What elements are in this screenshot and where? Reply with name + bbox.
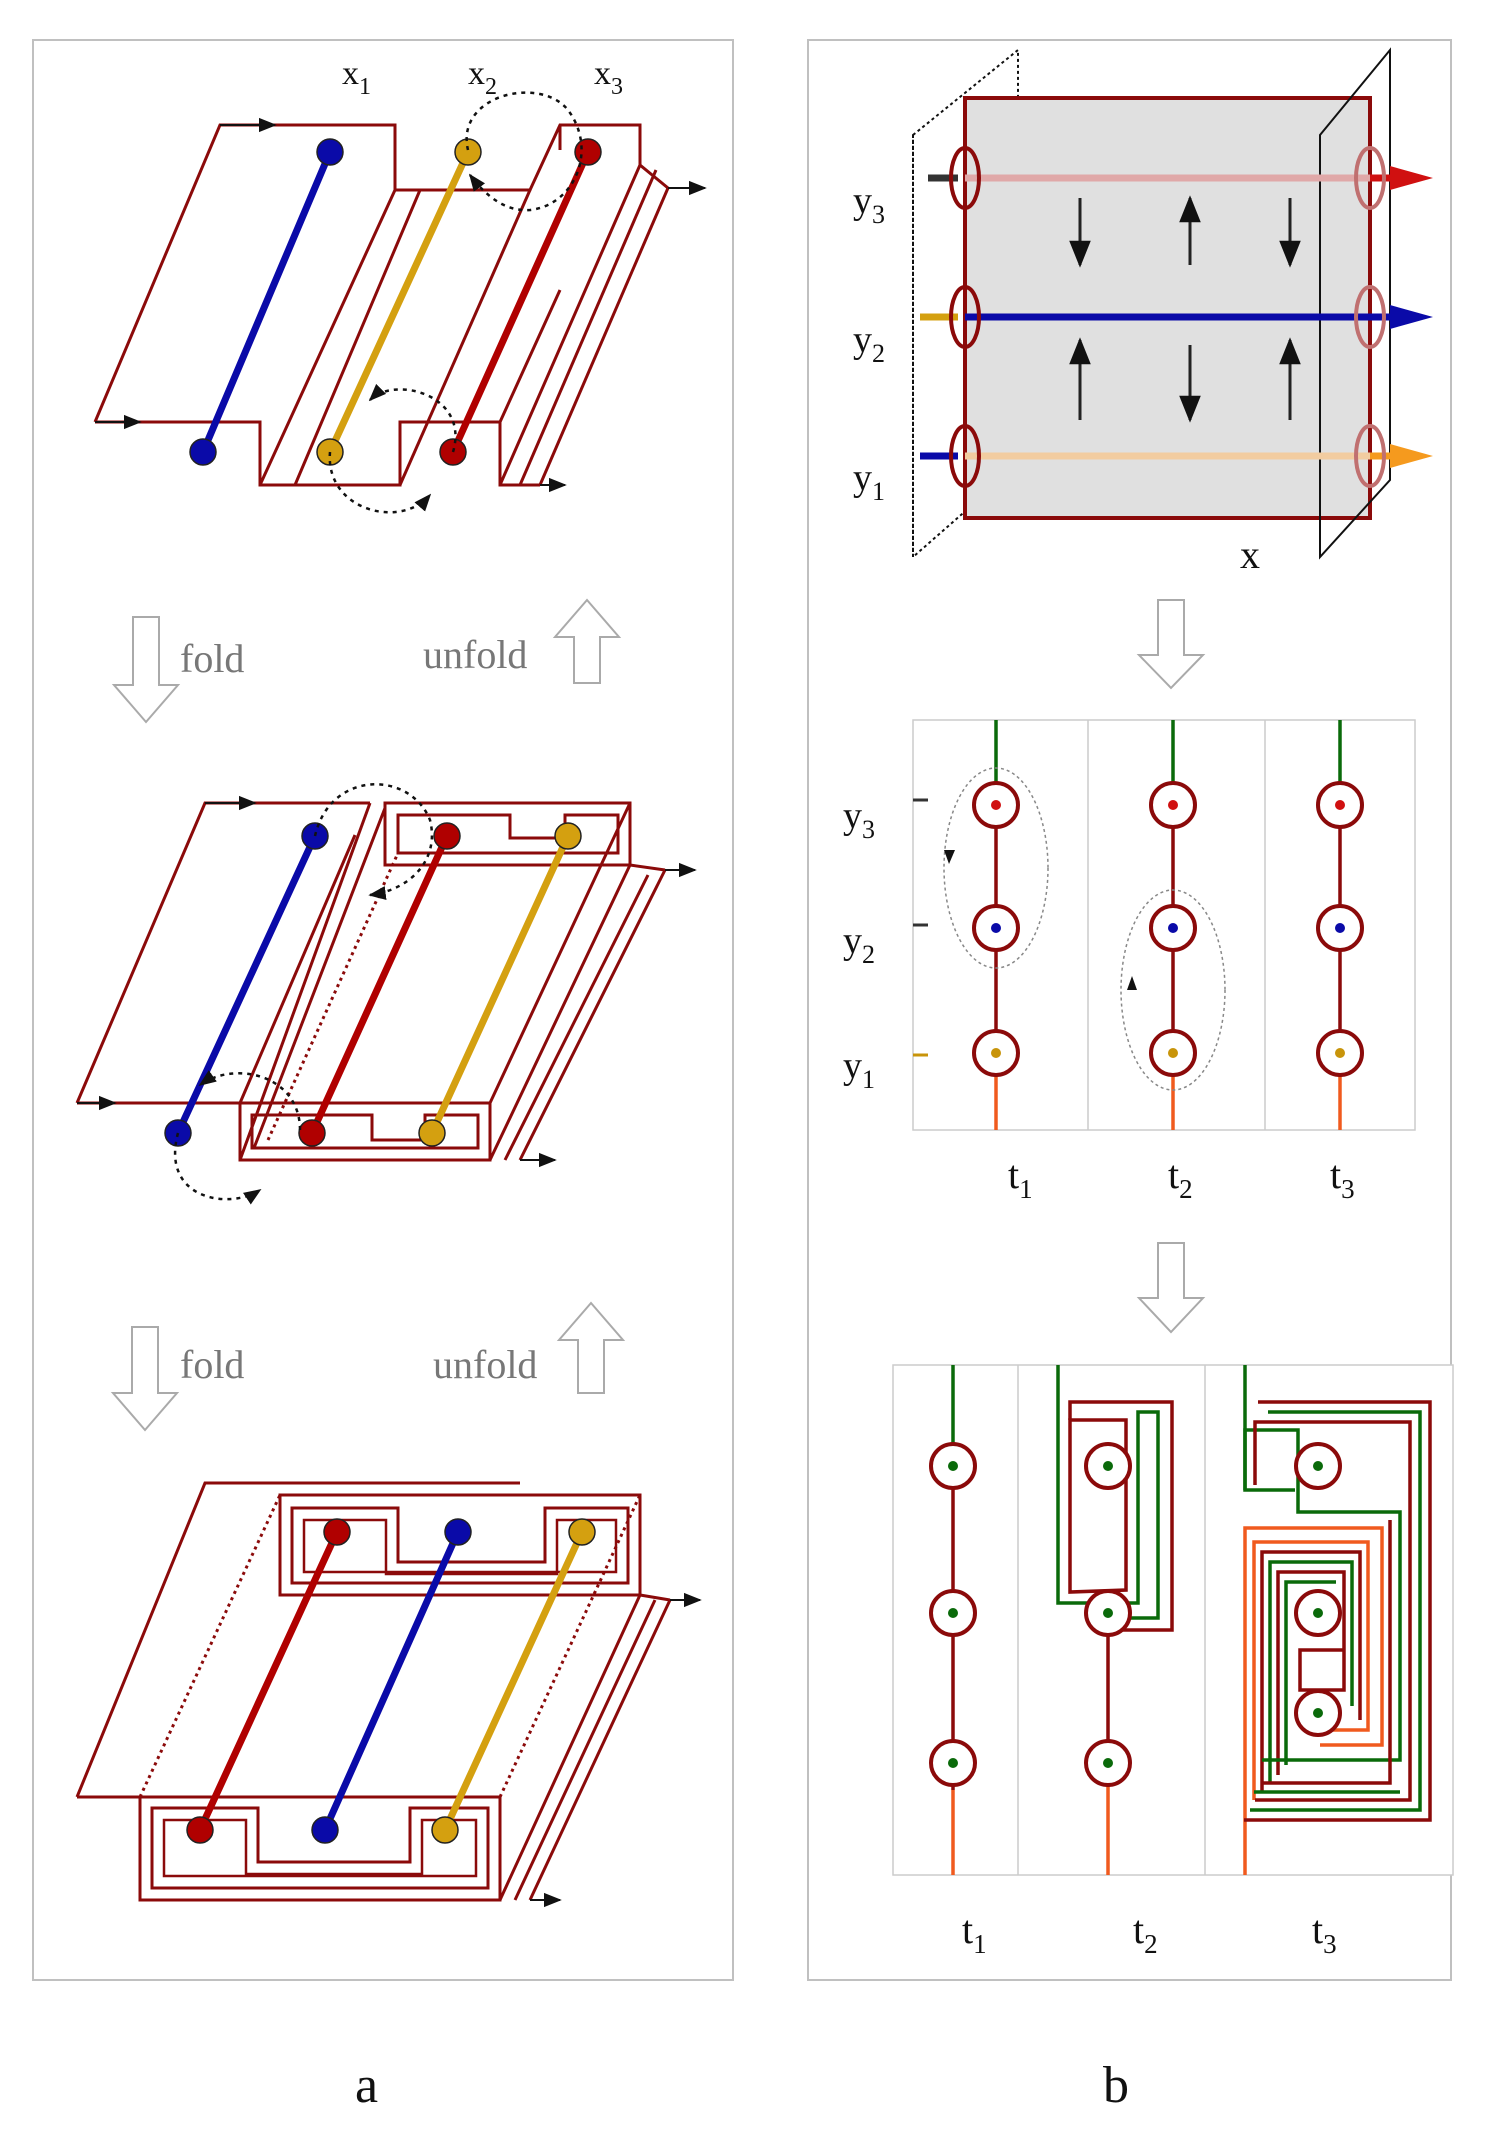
end-arrows xyxy=(1370,166,1433,468)
swap-arrows-2 xyxy=(174,783,434,1205)
gauge-box xyxy=(912,47,1391,560)
x-labels: x1 x2 x3 xyxy=(342,55,623,100)
panel-a-caption: a xyxy=(355,2057,378,2114)
svg-text:t3: t3 xyxy=(1330,1152,1355,1204)
svg-text:t1: t1 xyxy=(1008,1152,1033,1204)
svg-text:t2: t2 xyxy=(1168,1152,1193,1204)
boundary-loops xyxy=(949,146,1386,488)
svg-text:y2: y2 xyxy=(853,319,885,368)
unfolded-surface xyxy=(93,123,670,487)
defect-lines-3 xyxy=(196,1528,586,1834)
svg-text:y3: y3 xyxy=(853,180,885,229)
x-axis-label: x xyxy=(1240,532,1260,577)
svg-text:t1: t1 xyxy=(962,1907,987,1959)
braid-t3 xyxy=(1243,1365,1432,1875)
svg-text:t2: t2 xyxy=(1133,1907,1158,1959)
svg-text:fold: fold xyxy=(180,1342,244,1387)
down-arrow-2 xyxy=(1136,1242,1206,1334)
svg-text:unfold: unfold xyxy=(423,632,527,677)
svg-text:x3: x3 xyxy=(594,55,623,100)
down-arrow-1 xyxy=(1136,599,1206,690)
svg-text:y3: y3 xyxy=(843,795,875,844)
panel-a-frame xyxy=(32,39,734,1981)
svg-text:x1: x1 xyxy=(342,55,371,100)
braid-t2 xyxy=(1056,1365,1174,1875)
svg-text:y1: y1 xyxy=(853,457,885,506)
flow-arrows-top xyxy=(95,117,707,493)
svg-text:x2: x2 xyxy=(468,55,497,100)
defect-lines-1 xyxy=(199,148,592,456)
svg-text:unfold: unfold xyxy=(433,1342,537,1387)
defect-lines-2 xyxy=(174,832,572,1137)
folded-surface-2 xyxy=(75,1481,672,1902)
flow-arrows-bottom xyxy=(530,1592,702,1908)
t-labels-bottom: t1 t2 t3 xyxy=(962,1907,1337,1959)
unfold-arrow-2: unfold xyxy=(433,1301,626,1394)
unfold-arrow-1: unfold xyxy=(423,598,622,684)
svg-text:fold: fold xyxy=(180,636,244,681)
svg-text:y1: y1 xyxy=(843,1045,875,1094)
folded-surface-1 xyxy=(75,801,667,1162)
fold-arrow-1: fold xyxy=(111,616,244,724)
wilson-lines xyxy=(920,174,1370,460)
defect-points-3 xyxy=(186,1518,596,1844)
swap-arrows-1 xyxy=(328,91,583,514)
panel-b-frame xyxy=(807,39,1452,1981)
t-labels-mid: t1 t2 t3 xyxy=(1008,1152,1355,1204)
panel-b-caption: b xyxy=(1103,2057,1129,2114)
field-arrows xyxy=(1069,195,1301,423)
y-labels-top: y3 y2 y1 xyxy=(853,180,885,506)
svg-text:t3: t3 xyxy=(1312,1907,1337,1959)
y-labels-mid: y3 y2 y1 xyxy=(843,795,875,1094)
worldlines-mid xyxy=(943,720,1364,1130)
fold-arrow-2: fold xyxy=(110,1326,244,1432)
braid-t1 xyxy=(929,1365,977,1875)
svg-text:y2: y2 xyxy=(843,920,875,969)
flow-arrows-mid xyxy=(77,795,697,1168)
